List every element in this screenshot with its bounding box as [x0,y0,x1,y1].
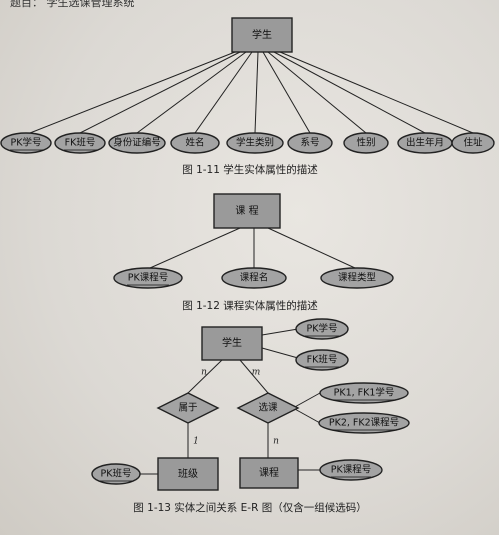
fig13-attr-pk1-fk1-student-no: PK1, FK1学号 [319,382,409,404]
fig11-attr-fk-class-no: FK班号 [54,132,106,154]
fig12-attr-course-type: 课程类型 [320,267,394,289]
svg-text:PK班号: PK班号 [101,468,132,480]
svg-text:FK班号: FK班号 [65,137,96,149]
fig11-entity-label: 学生 [252,28,272,41]
card-m-student-select: m [252,368,261,378]
svg-text:PK学号: PK学号 [307,323,338,335]
fig11-attr-address: 住址 [451,132,495,154]
fig13-attr-pk-course-no: PK课程号 [319,459,383,481]
card-n-select-course: n [273,437,279,447]
svg-text:姓名: 姓名 [185,137,204,149]
fig12-entity-course: 课 程 [213,193,281,229]
fig12-attr-pk-course-no: PK课程号 [113,267,183,289]
svg-text:PK1, FK1学号: PK1, FK1学号 [334,387,395,399]
svg-text:班级: 班级 [178,468,198,480]
fig11-lines [29,51,474,134]
svg-text:PK课程号: PK课程号 [128,273,168,284]
fig12-caption: 图 1-12 课程实体属性的描述 [182,299,318,312]
svg-text:系号: 系号 [300,138,319,149]
fig13-caption: 图 1-13 实体之间关系 E-R 图（仅含一组候选码） [133,501,366,514]
svg-text:住址: 住址 [463,137,483,149]
fig11-attr-pk-student-no: PK学号 [0,132,52,154]
header-text: 题目： 学生选课管理系统 [10,0,135,9]
svg-text:PK2, FK2课程号: PK2, FK2课程号 [329,418,399,429]
fig12-lines [149,227,356,269]
svg-text:选课: 选课 [258,402,278,414]
fig12-entity-label: 课 程 [235,205,258,217]
svg-text:学生类别: 学生类别 [236,137,274,149]
fig13-entity-class: 班级 [157,457,219,491]
fig11-caption: 图 1-11 学生实体属性的描述 [182,163,318,176]
svg-text:身份证编号: 身份证编号 [113,137,161,149]
fig13-entity-student: 学生 [201,326,263,361]
svg-text:性别: 性别 [356,137,375,149]
fig13-attr-pk-class-no: PK班号 [91,463,141,485]
fig13-entity-course: 课程 [239,457,299,489]
svg-text:属于: 属于 [178,403,197,414]
fig11-attr-gender: 性别 [343,132,389,154]
fig13-relationship-belongs: 属于 [156,392,220,424]
card-n-student-belongs: n [201,368,207,378]
svg-text:课程: 课程 [259,467,279,479]
fig11-attr-student-type: 学生类别 [226,132,284,154]
fig11-attr-id-card: 身份证编号 [108,132,166,154]
svg-text:PK课程号: PK课程号 [331,465,371,476]
fig13-relationship-select: 选课 [236,392,300,424]
svg-text:PK学号: PK学号 [11,137,42,149]
fig13-attr-pk2-fk2-course-no: PK2, FK2课程号 [318,412,410,434]
card-1-belongs-class: 1 [193,437,199,447]
fig11-attr-dept-no: 系号 [287,132,333,154]
fig13-attr-pk-student-no: PK学号 [295,318,349,340]
svg-text:出生年月: 出生年月 [406,137,444,149]
svg-text:课程名: 课程名 [240,272,269,284]
fig11-attr-birth: 出生年月 [397,132,453,154]
fig11-entity-student: 学生 [231,17,293,53]
svg-text:课程类型: 课程类型 [338,272,377,284]
svg-text:FK班号: FK班号 [307,354,338,366]
fig13-attr-fk-class-no: FK班号 [295,349,349,371]
fig11-attr-name: 姓名 [170,132,220,154]
fig13-lines [138,328,321,475]
svg-text:学生: 学生 [222,336,242,349]
fig12-attr-course-name: 课程名 [221,267,287,289]
